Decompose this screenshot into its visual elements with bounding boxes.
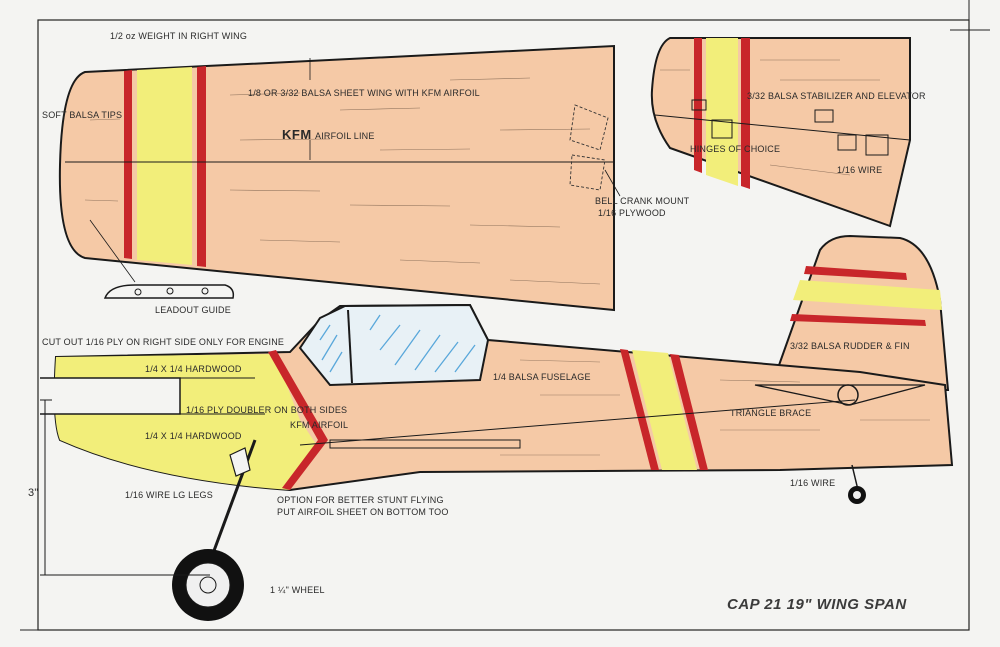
fuselage — [40, 303, 954, 492]
label-leadout: LEADOUT GUIDE — [155, 305, 231, 315]
label-plywood: 1/16 PLYWOOD — [598, 208, 666, 218]
wing-red-stripe — [124, 70, 132, 259]
plan-title: CAP 21 19" WING SPAN — [727, 596, 907, 613]
border-frame — [37, 19, 970, 631]
rudder-red-stripe — [790, 314, 926, 326]
label-hardwood-top: 1/4 X 1/4 HARDWOOD — [145, 364, 242, 374]
label-cutout: CUT OUT 1/16 PLY ON RIGHT SIDE ONLY FOR … — [42, 337, 285, 347]
stab-red-stripe — [694, 38, 702, 173]
wing-yellow-stripe — [137, 67, 192, 265]
stabilizer — [650, 37, 911, 228]
label-airfoil-line: AIRFOIL LINE — [315, 131, 375, 141]
rudder-red-stripe — [804, 266, 907, 280]
label-triangle: TRIANGLE BRACE — [730, 408, 812, 418]
label-wheel: 1 ¼" WHEEL — [270, 585, 325, 595]
label-option-2: PUT AIRFOIL SHEET ON BOTTOM TOO — [277, 507, 449, 517]
tail-wheel — [848, 464, 866, 504]
label-fuselage: 1/4 BALSA FUSELAGE — [493, 372, 591, 382]
wing — [58, 44, 621, 312]
stab-red-stripe — [741, 38, 750, 189]
label-kfm: KFM — [282, 127, 312, 142]
label-dimension: 3" — [28, 487, 39, 499]
label-rudder: 3/32 BALSA RUDDER & FIN — [790, 341, 910, 351]
canopy — [298, 303, 490, 387]
landing-gear — [172, 439, 257, 621]
label-hinges: HINGES OF CHOICE — [690, 144, 781, 154]
rudder-fin — [776, 234, 950, 391]
nose-yellow-panel — [54, 354, 321, 490]
label-weight: 1/2 oz WEIGHT IN RIGHT WING — [110, 31, 248, 41]
label-kfm-airfoil: KFM AIRFOIL — [290, 420, 349, 430]
label-stabilizer: 3/32 BALSA STABILIZER AND ELEVATOR — [747, 91, 926, 101]
label-doubler: 1/16 PLY DOUBLER ON BOTH SIDES — [186, 405, 348, 415]
label-wire-tail: 1/16 WIRE — [790, 478, 836, 488]
label-soft-tips: SOFT BALSA TIPS — [42, 110, 123, 120]
label-wire-lg: 1/16 WIRE LG LEGS — [125, 490, 213, 500]
label-wing-sheet: 1/8 OR 3/32 BALSA SHEET WING WITH KFM AI… — [248, 88, 480, 98]
wing-red-stripe — [197, 66, 206, 267]
rudder-yellow-stripe — [793, 280, 942, 310]
label-bell-crank: BELL CRANK MOUNT — [595, 196, 690, 206]
dimension-3in — [40, 399, 210, 576]
stab-yellow-stripe — [706, 38, 738, 186]
label-wire-stab: 1/16 WIRE — [837, 165, 883, 175]
label-hardwood-bottom: 1/4 X 1/4 HARDWOOD — [145, 431, 242, 441]
label-option-1: OPTION FOR BETTER STUNT FLYING — [277, 495, 444, 505]
leadout-guide — [103, 284, 235, 299]
